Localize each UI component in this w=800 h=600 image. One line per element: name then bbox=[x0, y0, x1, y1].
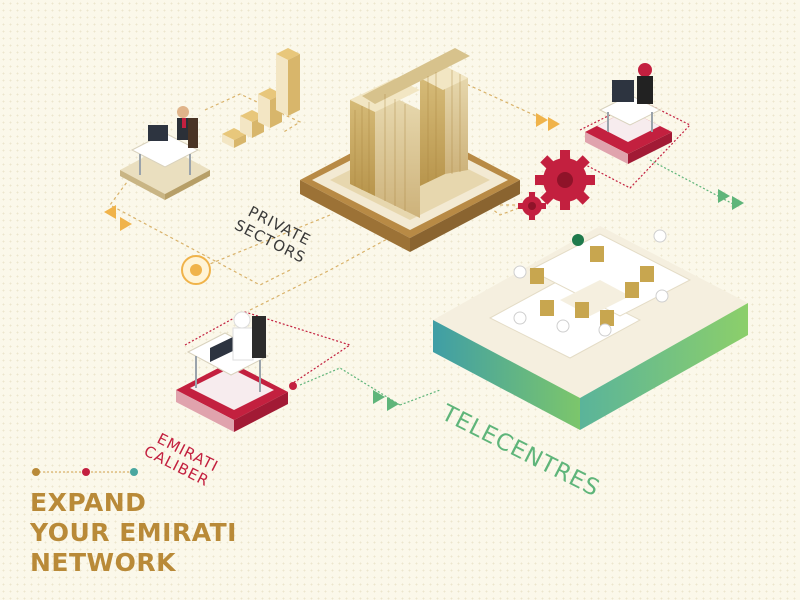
arrow-icon bbox=[120, 217, 132, 231]
emirati-caliber-label: EMIRATI CALIBER bbox=[141, 430, 221, 491]
node-dot-red bbox=[289, 382, 297, 390]
arrow-icon bbox=[104, 205, 116, 219]
arrow-icon bbox=[373, 390, 385, 404]
connector-green-left bbox=[299, 367, 401, 406]
legend-dot-gold bbox=[32, 468, 40, 476]
legend-dot-teal bbox=[130, 468, 138, 476]
private-sectors-label: PRIVATE SECTORS bbox=[232, 203, 314, 267]
gear-icon bbox=[518, 150, 595, 220]
arrow-icon bbox=[732, 196, 744, 210]
arrow-icon bbox=[387, 397, 399, 411]
telecentres-platform bbox=[433, 226, 748, 430]
legend-dot-red bbox=[82, 468, 90, 476]
connector-gold-top bbox=[204, 93, 302, 134]
office-desk-woman bbox=[585, 63, 672, 164]
bar-chart-icon bbox=[222, 48, 300, 148]
arrows bbox=[104, 113, 744, 411]
office-desk-emirati bbox=[176, 311, 288, 432]
headline-line3: NETWORK bbox=[30, 548, 177, 577]
office-desk-businessman bbox=[120, 106, 210, 200]
target-icon bbox=[181, 255, 211, 285]
headline-line1: EXPAND bbox=[30, 488, 147, 517]
private-sectors-building bbox=[300, 48, 520, 252]
arrow-icon bbox=[548, 117, 560, 131]
arrow-icon bbox=[718, 189, 730, 203]
legend-dots bbox=[32, 468, 138, 476]
headline: EXPAND YOUR EMIRATI NETWORK bbox=[30, 488, 237, 578]
connector-green-left-2 bbox=[399, 389, 441, 406]
connector-gold-mid bbox=[194, 214, 331, 271]
headline-line2: YOUR EMIRATI bbox=[30, 518, 237, 547]
arrow-icon bbox=[536, 113, 548, 127]
